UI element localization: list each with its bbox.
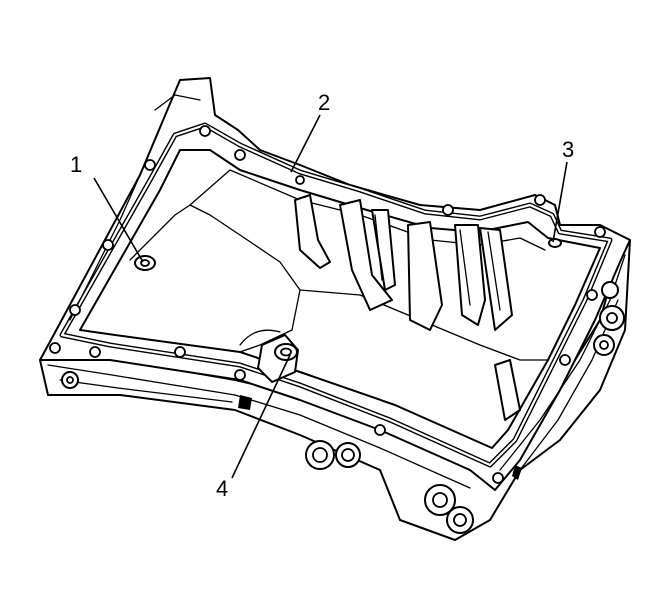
callout-3-label: 3: [562, 137, 574, 162]
callout-4-label: 4: [216, 476, 228, 501]
leader-1: [93, 177, 144, 263]
leader-4: [231, 354, 291, 479]
part-1-boss: [134, 255, 156, 271]
bolt-holes: [49, 125, 606, 484]
part-4-port: [239, 329, 299, 383]
oil-pan-body: [39, 77, 631, 541]
leader-3: [552, 161, 568, 243]
part-3-boss: [548, 238, 562, 248]
callout-2-label: 2: [318, 90, 330, 115]
callout-1-label: 1: [70, 152, 82, 177]
pan-cavity: [79, 149, 601, 449]
leader-2: [290, 114, 321, 173]
mounting-bosses: [61, 281, 625, 534]
callouts: 1 2 3 4: [70, 90, 574, 501]
baffle-ribs: [294, 194, 521, 421]
